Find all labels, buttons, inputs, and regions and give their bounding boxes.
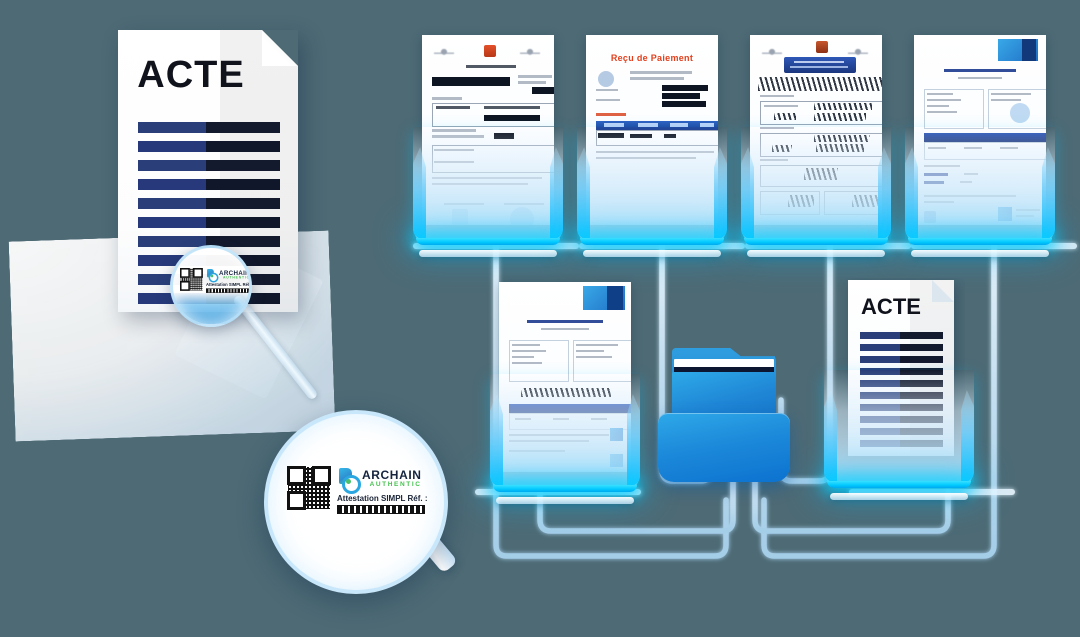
reference-label: Attestation SIMPL Réf. : [206, 282, 252, 288]
folder-sheet [674, 359, 774, 369]
archain-logo-icon [337, 468, 361, 494]
tray-shelf [830, 493, 968, 500]
tray-holder [824, 370, 974, 488]
tray-holder [905, 127, 1055, 245]
tray-holder [490, 374, 640, 492]
tray-shelf [747, 250, 885, 257]
brand-name: ARCHAIN [219, 269, 250, 277]
reference-value-bar [206, 288, 249, 293]
tray-4[interactable] [905, 35, 1055, 257]
archain-stamp-small: ARCHAIN AUTHENTIC Attestation SIMPL Réf.… [180, 268, 252, 295]
magnifier-small[interactable]: ARCHAIN AUTHENTIC Attestation SIMPL Réf.… [170, 245, 252, 327]
archain-stamp-large: ARCHAIN AUTHENTIC Attestation SIMPL Réf.… [287, 466, 428, 518]
document-folder[interactable] [658, 339, 790, 482]
recu-title: Reçu de Paiement [610, 53, 694, 63]
brand-tagline: AUTHENTIC [369, 481, 422, 489]
tray-shelf [419, 250, 557, 257]
tray-1[interactable] [413, 35, 563, 257]
acte-small-title: ACTE [861, 294, 921, 319]
tray-3[interactable] [741, 35, 891, 257]
tray-2[interactable]: Reçu de Paiement [577, 35, 727, 257]
tray-holder [577, 127, 727, 245]
brand-name: ARCHAIN [362, 468, 422, 483]
reference-label: Attestation SIMPL Réf. : [337, 494, 428, 503]
hero-acte-title: ACTE [137, 54, 245, 96]
reference-value-bar [337, 505, 425, 514]
folder-front [658, 413, 790, 482]
tray-5[interactable] [490, 282, 640, 504]
tray-shelf [911, 250, 1049, 257]
tray-shelf [496, 497, 634, 504]
folder-sheet-edge [674, 367, 774, 373]
hero-document-group: ACTE ARCHAIN A [0, 0, 458, 637]
archain-logo-icon [206, 269, 219, 283]
brand-tagline: AUTHENTIC [222, 275, 250, 280]
tray-6[interactable]: ACTE [824, 278, 974, 500]
tray-holder [413, 127, 563, 245]
tray-shelf [583, 250, 721, 257]
magnifier-large[interactable]: ARCHAIN AUTHENTIC Attestation SIMPL Réf.… [264, 410, 448, 594]
tray-holder [741, 127, 891, 245]
qr-code-icon [180, 268, 203, 291]
qr-code-icon [287, 466, 331, 510]
